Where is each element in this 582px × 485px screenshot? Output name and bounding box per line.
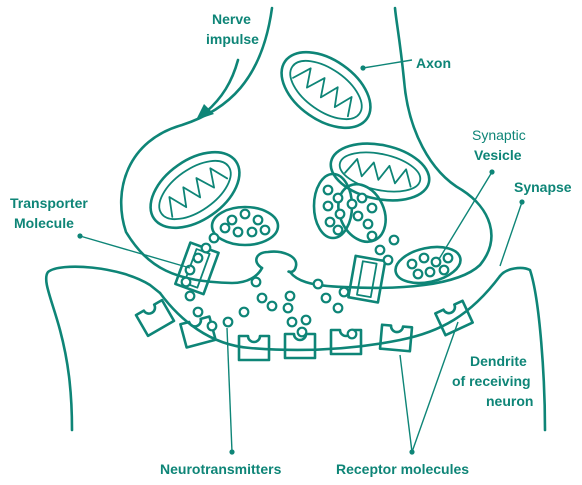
- neurotransmitter-particle: [210, 234, 219, 243]
- label-vesicle-line2: Vesicle: [474, 147, 522, 163]
- vesicle-particle: [326, 218, 335, 227]
- vesicle-particle: [348, 200, 357, 209]
- label-nerve-line2: impulse: [206, 31, 259, 47]
- neurotransmitter-particle: [376, 246, 385, 255]
- label-transporter-line2: Molecule: [14, 215, 74, 231]
- neurotransmitter-particle: [286, 292, 295, 301]
- label-dendrite-line1: Dendrite: [470, 353, 527, 369]
- neurotransmitter-particle: [182, 278, 191, 287]
- neurotransmitter-particle: [302, 316, 311, 325]
- neurotransmitter-particle: [314, 280, 323, 289]
- vesicle-particle: [241, 210, 250, 219]
- neurotransmitter-particle: [194, 254, 203, 263]
- neurotransmitter-particle: [284, 304, 293, 313]
- neurotransmitter-particle: [368, 232, 377, 241]
- pointer-synapse-dot: [519, 199, 524, 204]
- neurotransmitter-particle: [348, 330, 357, 339]
- neurotransmitter-particle: [334, 304, 343, 313]
- receptor-molecule: [136, 300, 174, 336]
- receptor-molecule: [435, 301, 472, 335]
- vesicle-particle: [358, 194, 367, 203]
- label-synapse: Synapse: [514, 179, 572, 195]
- neurotransmitter-particle: [194, 308, 203, 317]
- neurotransmitter-particle: [298, 328, 307, 337]
- vesicle-particle: [440, 266, 449, 275]
- pointer-vesicle-dot: [489, 169, 494, 174]
- pointer-vesicle: [436, 172, 492, 264]
- pointer-transporter: [80, 236, 190, 268]
- label-neurotransmitters: Neurotransmitters: [160, 461, 282, 477]
- label-axon: Axon: [416, 55, 451, 71]
- vesicle-particle: [228, 216, 237, 225]
- neurotransmitter-particle: [202, 244, 211, 253]
- neurotransmitter-particle: [186, 292, 195, 301]
- pointer-receptor-1: [400, 355, 412, 452]
- vesicle-particle: [234, 228, 243, 237]
- vesicle-particle: [408, 260, 417, 269]
- vesicle-particle: [368, 204, 377, 213]
- vesicle-particle: [334, 194, 343, 203]
- axon-terminal-outline: [121, 8, 272, 283]
- pointer-axon-dot: [360, 65, 365, 70]
- dendrite-membrane: [46, 267, 160, 430]
- vesicle-particle: [334, 226, 343, 235]
- label-dendrite-line3: neuron: [486, 393, 533, 409]
- vesicle-particle: [364, 220, 373, 229]
- neurotransmitter-particle: [322, 294, 331, 303]
- neurotransmitter-particle: [224, 318, 233, 327]
- pointer-neurotransmitters: [227, 328, 232, 452]
- label-vesicle-line1: Synaptic: [472, 127, 526, 143]
- exocytosis-opening: [256, 252, 296, 272]
- vesicle-particle: [336, 210, 345, 219]
- vesicle-particle: [324, 186, 333, 195]
- neurotransmitter-particle: [252, 278, 261, 287]
- vesicle-right: [392, 242, 464, 289]
- neurotransmitter-particle: [240, 308, 249, 317]
- vesicle-particle: [432, 258, 441, 267]
- label-dendrite-line2: of receiving: [452, 373, 531, 389]
- neurotransmitter-particle: [258, 294, 267, 303]
- neurotransmitter-particle: [390, 236, 399, 245]
- neurotransmitter-particle: [340, 288, 349, 297]
- pointer-receptors-dot: [409, 449, 414, 454]
- transporter-molecule-left: [175, 243, 218, 295]
- vesicle-particle: [248, 228, 257, 237]
- mitochondrion-top: [268, 37, 384, 144]
- label-receptor-molecules: Receptor molecules: [336, 461, 469, 477]
- vesicle-particle: [221, 224, 230, 233]
- vesicle-particle: [444, 254, 453, 263]
- vesicle-particle: [261, 226, 270, 235]
- neurotransmitter-particle: [268, 302, 277, 311]
- vesicle-particle: [426, 268, 435, 277]
- vesicle-particle: [420, 254, 429, 263]
- pointer-neurotransmitters-dot: [229, 449, 234, 454]
- pointer-synapse: [500, 202, 522, 266]
- neurotransmitter-particle: [384, 256, 393, 265]
- neurotransmitter-particles: [182, 232, 399, 339]
- vesicle-particle: [324, 202, 333, 211]
- neurotransmitter-particle: [208, 322, 217, 331]
- transporter-molecule-right: [348, 256, 385, 303]
- receptor-molecule: [285, 334, 315, 358]
- vesicle-particle: [354, 212, 363, 221]
- pointer-transporter-dot: [77, 233, 82, 238]
- neurotransmitter-particle: [288, 318, 297, 327]
- pointer-axon: [363, 60, 412, 68]
- vesicle-particle: [414, 270, 423, 279]
- vesicle-particle: [254, 216, 263, 225]
- label-nerve-line1: Nerve: [212, 11, 251, 27]
- label-transporter-line1: Transporter: [10, 195, 88, 211]
